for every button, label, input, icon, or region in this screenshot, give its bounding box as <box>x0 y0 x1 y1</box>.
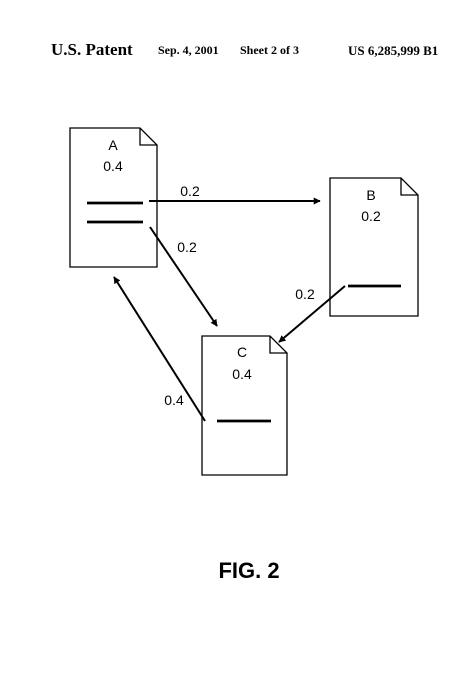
document-a-fold <box>139 128 157 146</box>
edge-c-to-a <box>113 276 206 422</box>
document-b: B 0.2 <box>329 177 419 317</box>
document-b-fold <box>400 178 418 196</box>
document-a-page <box>69 127 158 268</box>
header-date: Sep. 4, 2001 <box>158 43 219 57</box>
document-c-fold <box>269 336 287 354</box>
edge-a-to-b-weight: 0.2 <box>180 183 200 199</box>
header-sheet: Sheet 2 of 3 <box>240 43 299 57</box>
document-c-value: 0.4 <box>232 366 252 382</box>
document-c-name: C <box>237 344 247 360</box>
document-c-page <box>201 335 288 476</box>
edge-b-to-c-weight: 0.2 <box>295 286 315 302</box>
figure-label: FIG. 2 <box>218 558 279 583</box>
edge-a-to-c <box>149 226 218 327</box>
document-a: A 0.4 <box>69 127 158 268</box>
document-b-value: 0.2 <box>361 208 381 224</box>
document-b-name: B <box>366 187 375 203</box>
edge-b-to-c <box>278 285 346 343</box>
header-title: U.S. Patent <box>51 40 133 59</box>
document-a-name: A <box>108 137 118 153</box>
header-patent-number: US 6,285,999 B1 <box>348 43 439 58</box>
document-b-page <box>329 177 419 317</box>
edge-a-to-c-weight: 0.2 <box>177 239 197 255</box>
document-c: C 0.4 <box>201 335 288 476</box>
edge-c-to-a-weight: 0.4 <box>164 392 184 408</box>
document-a-value: 0.4 <box>103 158 123 174</box>
